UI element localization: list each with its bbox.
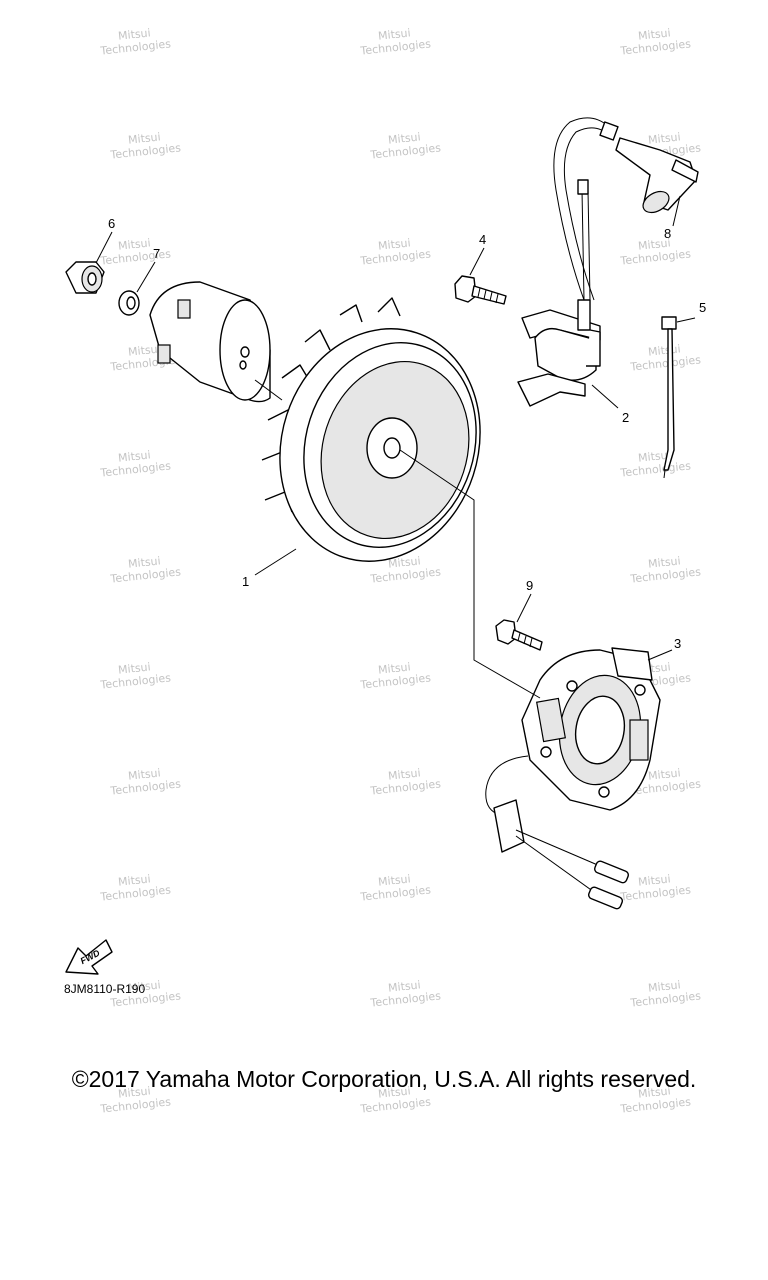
leader-lines — [95, 195, 696, 699]
diagram-reference-code: 8JM8110-R190 — [64, 982, 146, 996]
callout-2: 2 — [622, 410, 629, 425]
stator-part-3[interactable] — [521, 647, 661, 811]
ignition-coil-part-2[interactable] — [517, 299, 601, 407]
washer-part-7[interactable] — [118, 290, 140, 316]
bolt-part-9[interactable] — [495, 619, 543, 651]
callout-3: 3 — [674, 636, 681, 651]
flywheel-sleeve — [149, 281, 271, 403]
nut-part-6[interactable] — [65, 261, 105, 294]
callout-6: 6 — [108, 216, 115, 231]
flywheel-part-1[interactable] — [250, 297, 509, 588]
high-tension-lead — [553, 117, 619, 301]
fwd-arrow-icon: FWD — [65, 939, 113, 975]
callout-1: 1 — [242, 574, 249, 589]
cable-tie-part-5[interactable] — [661, 316, 677, 479]
callout-labels: 1 2 3 4 5 6 7 8 9 — [108, 216, 706, 651]
callout-4: 4 — [479, 232, 486, 247]
callout-9: 9 — [526, 578, 533, 593]
spark-plug-cap-part-8[interactable] — [615, 137, 699, 217]
callout-7: 7 — [153, 246, 160, 261]
bolt-part-4[interactable] — [454, 275, 507, 305]
copyright-notice: ©2017 Yamaha Motor Corporation, U.S.A. A… — [71, 1066, 697, 1092]
callout-8: 8 — [664, 226, 671, 241]
stator-wiring — [485, 755, 630, 910]
callout-5: 5 — [699, 300, 706, 315]
